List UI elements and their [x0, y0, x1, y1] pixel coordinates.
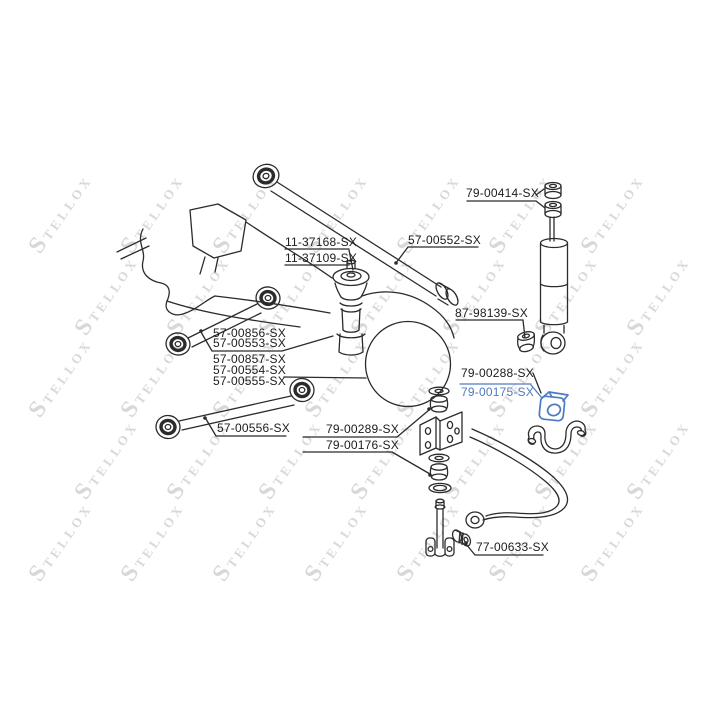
- part-label-87-98139-sx[interactable]: 87-98139-SX: [455, 306, 528, 320]
- part-label-79-00288-sx[interactable]: 79-00288-SX: [461, 366, 534, 380]
- stabilizer-bushing-selected-drawing[interactable]: [538, 391, 569, 422]
- part-label-57-00552-sx[interactable]: 57-00552-SX: [408, 233, 481, 247]
- part-label-57-00554-sx[interactable]: 57-00554-SX: [213, 363, 286, 377]
- stabilizer-bar-drawing: [465, 428, 569, 529]
- part-label-79-00175-sx-selected[interactable]: 79-00175-SX: [461, 385, 534, 399]
- frame-outline-drawing: [116, 203, 333, 279]
- track-rod-drawing: [252, 163, 459, 306]
- part-label-57-00553-sx[interactable]: 57-00553-SX: [213, 336, 286, 350]
- lower-arm-drawing: [155, 377, 315, 440]
- stabilizer-clamp-drawing: [527, 420, 587, 454]
- part-label-57-00556-sx[interactable]: 57-00556-SX: [217, 421, 290, 435]
- shock-lower-bushing-drawing: [516, 331, 536, 353]
- bump-stop-drawing: [332, 259, 370, 356]
- leader-lines: [199, 188, 546, 556]
- upper-arm-drawing: [165, 286, 281, 356]
- part-label-77-00633-sx[interactable]: 77-00633-SX: [476, 540, 549, 554]
- shock-absorber-drawing: [539, 181, 569, 355]
- part-label-11-37109-sx[interactable]: 11-37109-SX: [285, 251, 358, 265]
- part-label-57-00857-sx[interactable]: 57-00857-SX: [213, 352, 286, 366]
- differential-cover-circle: [364, 320, 452, 408]
- axle-housing-drawing: [139, 228, 455, 408]
- part-label-79-00176-sx[interactable]: 79-00176-SX: [326, 438, 399, 452]
- part-label-79-00414-sx[interactable]: 79-00414-SX: [466, 186, 539, 200]
- part-label-11-37168-sx[interactable]: 11-37168-SX: [285, 235, 358, 249]
- part-label-57-00856-sx[interactable]: 57-00856-SX: [213, 326, 286, 340]
- part-label-57-00555-sx[interactable]: 57-00555-SX: [213, 374, 286, 388]
- part-label-79-00289-sx[interactable]: 79-00289-SX: [326, 422, 399, 436]
- stabilizer-link-drawing: [419, 386, 472, 557]
